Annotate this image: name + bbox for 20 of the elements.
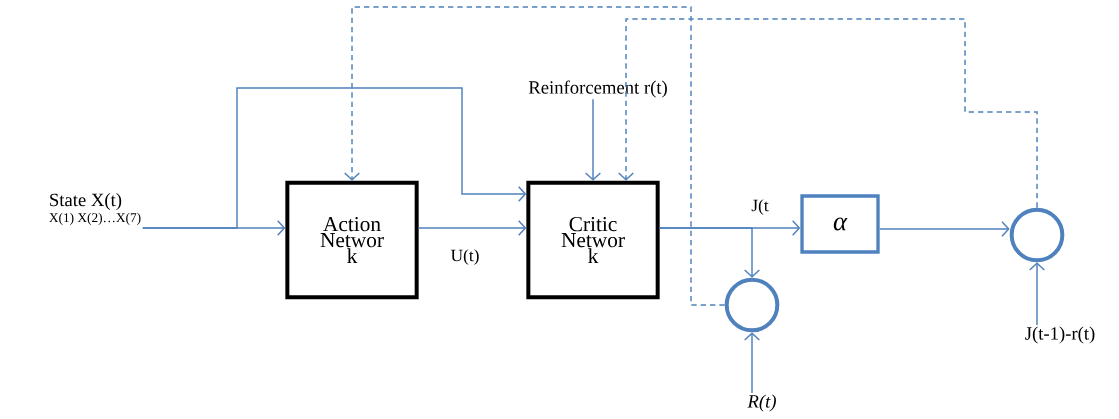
gain-box: α	[800, 194, 880, 254]
network-box: Action Networ k	[285, 180, 419, 300]
arrow	[743, 332, 761, 394]
arrow	[584, 98, 602, 181]
edge-label: J(t	[750, 197, 770, 217]
summing-circle	[1009, 207, 1065, 263]
arrow	[878, 220, 1010, 238]
input-label: State X(t) X(1) X(2)…X(7)	[49, 193, 141, 225]
summing-circle	[724, 277, 780, 333]
signal-label: Reinforcement r(t)	[528, 80, 667, 98]
signal-label: R(t)	[747, 394, 776, 412]
arrow	[343, 6, 726, 306]
edge-label: U(t)	[449, 247, 481, 267]
arrow	[141, 87, 527, 229]
network-box: Critic Networ k	[526, 180, 660, 300]
arrow	[617, 18, 1038, 209]
arrow	[658, 227, 761, 278]
arrow	[1028, 262, 1046, 326]
signal-label: J(t-1)-r(t)	[1025, 326, 1095, 344]
arrow	[417, 219, 527, 237]
